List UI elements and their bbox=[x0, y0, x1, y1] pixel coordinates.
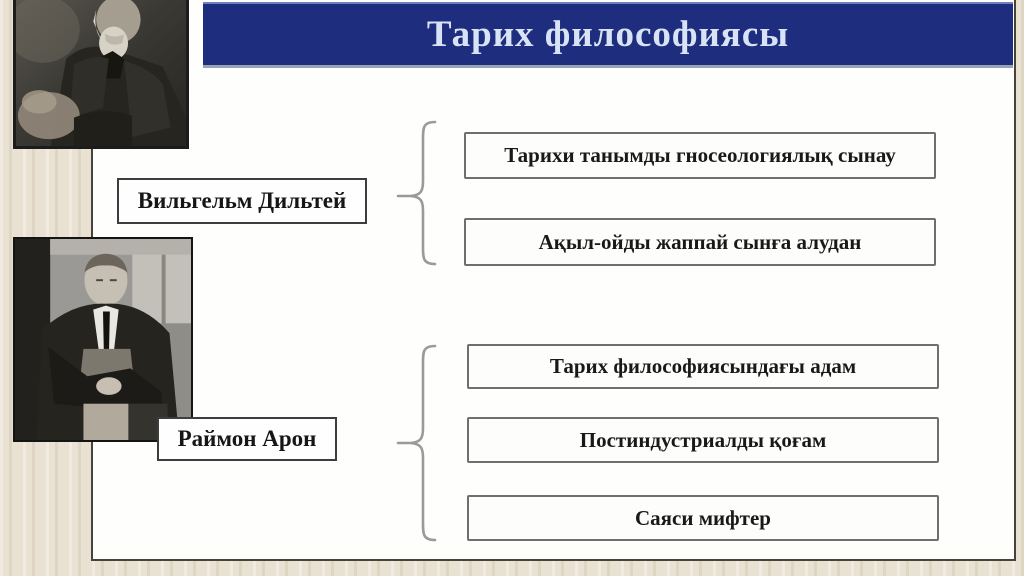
concept-box: Ақыл-ойды жаппай сынға алудан bbox=[464, 218, 936, 266]
slide-content-panel bbox=[91, 0, 1016, 561]
portrait-wilhelm-dilthey-image bbox=[16, 0, 186, 146]
thinker-label: Вильгельм Дильтей bbox=[137, 188, 347, 213]
concept-box: Тарих философиясындағы адам bbox=[467, 344, 939, 389]
slide-title-bar: Тарих философиясы bbox=[203, 2, 1013, 68]
slide-title: Тарих философиясы bbox=[426, 14, 790, 55]
thinker-box-aron: Раймон Арон bbox=[157, 417, 337, 461]
concept-label: Тарих философиясындағы адам bbox=[549, 354, 857, 378]
curly-brace-connector bbox=[396, 344, 437, 542]
concept-box: Саяси мифтер bbox=[467, 495, 939, 541]
curly-brace-connector bbox=[396, 120, 437, 266]
thinker-label: Раймон Арон bbox=[177, 426, 317, 451]
portrait-raymond-aron bbox=[13, 237, 193, 442]
concept-label: Саяси мифтер bbox=[635, 505, 771, 530]
portrait-raymond-aron-image bbox=[15, 239, 191, 440]
portrait-wilhelm-dilthey bbox=[13, 0, 189, 149]
concept-label: Ақыл-ойды жаппай сынға алудан bbox=[538, 229, 862, 254]
concept-box: Тарихи танымды гносеологиялық сынау bbox=[464, 132, 936, 179]
concept-box: Постиндустриалды қоғам bbox=[467, 417, 939, 463]
thinker-box-dilthey: Вильгельм Дильтей bbox=[117, 178, 367, 224]
concept-label: Тарихи танымды гносеологиялық сынау bbox=[504, 143, 896, 167]
concept-label: Постиндустриалды қоғам bbox=[579, 427, 827, 452]
